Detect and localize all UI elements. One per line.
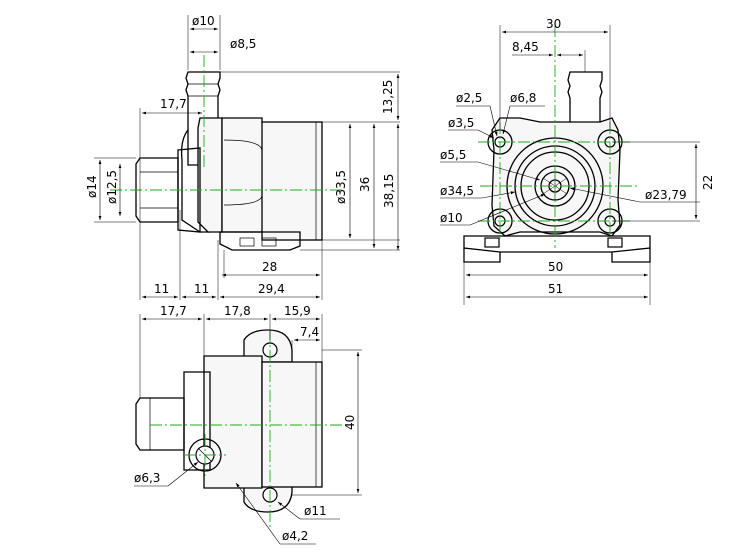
dim-side-d14: ø14	[85, 175, 99, 198]
dim-top-d4-2: ø4,2	[282, 529, 308, 543]
dim-side-d38-15: 38,15	[382, 174, 396, 208]
dim-side-d36: 36	[358, 177, 372, 192]
dim-side-d28: 28	[262, 260, 277, 274]
dim-top-d17-8: 17,8	[224, 304, 251, 318]
dim-side-d8-5: ø8,5	[230, 37, 256, 51]
dim-front-d23-79: ø23,79	[645, 188, 687, 202]
front-view: 30 8,45 ø2,5 ø6,8 ø3,5 ø5,5 ø34,5 ø10 ø2…	[440, 17, 715, 305]
dim-top-d7-4: 7,4	[300, 325, 319, 339]
dim-side-d17-7: 17,7	[160, 97, 187, 111]
dim-front-d8-45: 8,45	[512, 40, 539, 54]
side-view: ø10 ø8,5 17,7 13,25 ø33,5 36 38,15 ø14 ø…	[85, 14, 400, 300]
dim-front-d5-5: ø5,5	[440, 148, 466, 162]
dim-front-d34-5: ø34,5	[440, 184, 474, 198]
dim-side-d29-4: 29,4	[258, 282, 285, 296]
dim-top-d15-9: 15,9	[284, 304, 311, 318]
dim-side-d11a: 11	[154, 282, 169, 296]
dim-top-d17-7: 17,7	[160, 304, 187, 318]
dim-front-d50: 50	[548, 260, 563, 274]
dim-front-d6-8: ø6,8	[510, 91, 536, 105]
dim-top-d40: 40	[343, 415, 357, 430]
dim-side-d12-5: ø12,5	[105, 170, 119, 204]
dim-front-d2-5: ø2,5	[456, 91, 482, 105]
dim-front-d30: 30	[546, 17, 561, 31]
dim-side-d33-5: ø33,5	[334, 170, 348, 204]
dim-side-d11b: 11	[194, 282, 209, 296]
dim-side-d13-25: 13,25	[381, 80, 395, 114]
dim-front-d22: 22	[701, 175, 715, 190]
dim-top-d6-3: ø6,3	[134, 471, 160, 485]
dim-top-d11: ø11	[304, 504, 327, 518]
dim-front-d10: ø10	[440, 211, 463, 225]
dim-front-d51: 51	[548, 282, 563, 296]
dim-side-d10: ø10	[192, 14, 215, 28]
dim-front-d3-5: ø3,5	[448, 116, 474, 130]
top-view: 17,7 17,8 15,9 7,4 40 ø6,3 ø11 ø4,2	[134, 304, 362, 545]
